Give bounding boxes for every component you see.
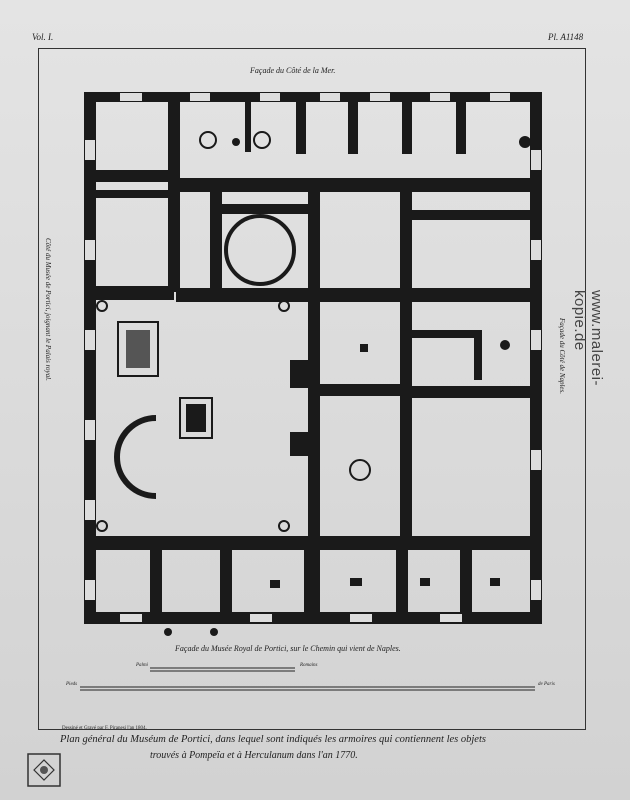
scale-label-palmi: Palmi bbox=[136, 663, 148, 668]
volume-label: Vol. I. bbox=[32, 32, 54, 42]
sea-facade-label: Façade du Côté de la Mer. bbox=[250, 66, 336, 75]
scale-bars bbox=[80, 667, 535, 691]
plate-number: Pl. A1148 bbox=[548, 32, 584, 42]
engraver-credit: Dessiné et Gravé par F. Piranesi l'an 18… bbox=[62, 726, 147, 731]
round-pedestals bbox=[96, 131, 371, 532]
window-openings bbox=[85, 93, 541, 622]
west-facade-label: Côté du Musée de Portici, joignant le Pa… bbox=[44, 238, 52, 381]
exedra bbox=[114, 415, 157, 499]
fountain-center bbox=[126, 330, 150, 368]
watermark: www.malerei-kopie.de bbox=[571, 290, 605, 387]
floor-marks bbox=[164, 136, 531, 636]
interior-walls bbox=[86, 92, 530, 612]
statue-base bbox=[186, 404, 206, 432]
outer-walls bbox=[84, 92, 542, 624]
title-line-1: Plan général du Muséum de Portici, dans … bbox=[60, 734, 486, 745]
statue-pedestal bbox=[179, 397, 213, 439]
scale-label-paris: de Paris bbox=[538, 682, 555, 687]
scale-label-romains: Romains bbox=[300, 663, 318, 668]
south-facade-label: Façade du Musée Royal de Portici, sur le… bbox=[175, 644, 401, 653]
east-facade-label: Façade du Côté de Naples. bbox=[558, 318, 566, 395]
title-line-2: trouvés à Pompeïa et à Herculanum dans l… bbox=[150, 750, 358, 761]
scale-label-pieds: Pieds bbox=[66, 682, 78, 687]
plate-border bbox=[38, 48, 586, 730]
museum-stamp-icon bbox=[27, 753, 61, 787]
fountain-basin bbox=[117, 321, 159, 377]
